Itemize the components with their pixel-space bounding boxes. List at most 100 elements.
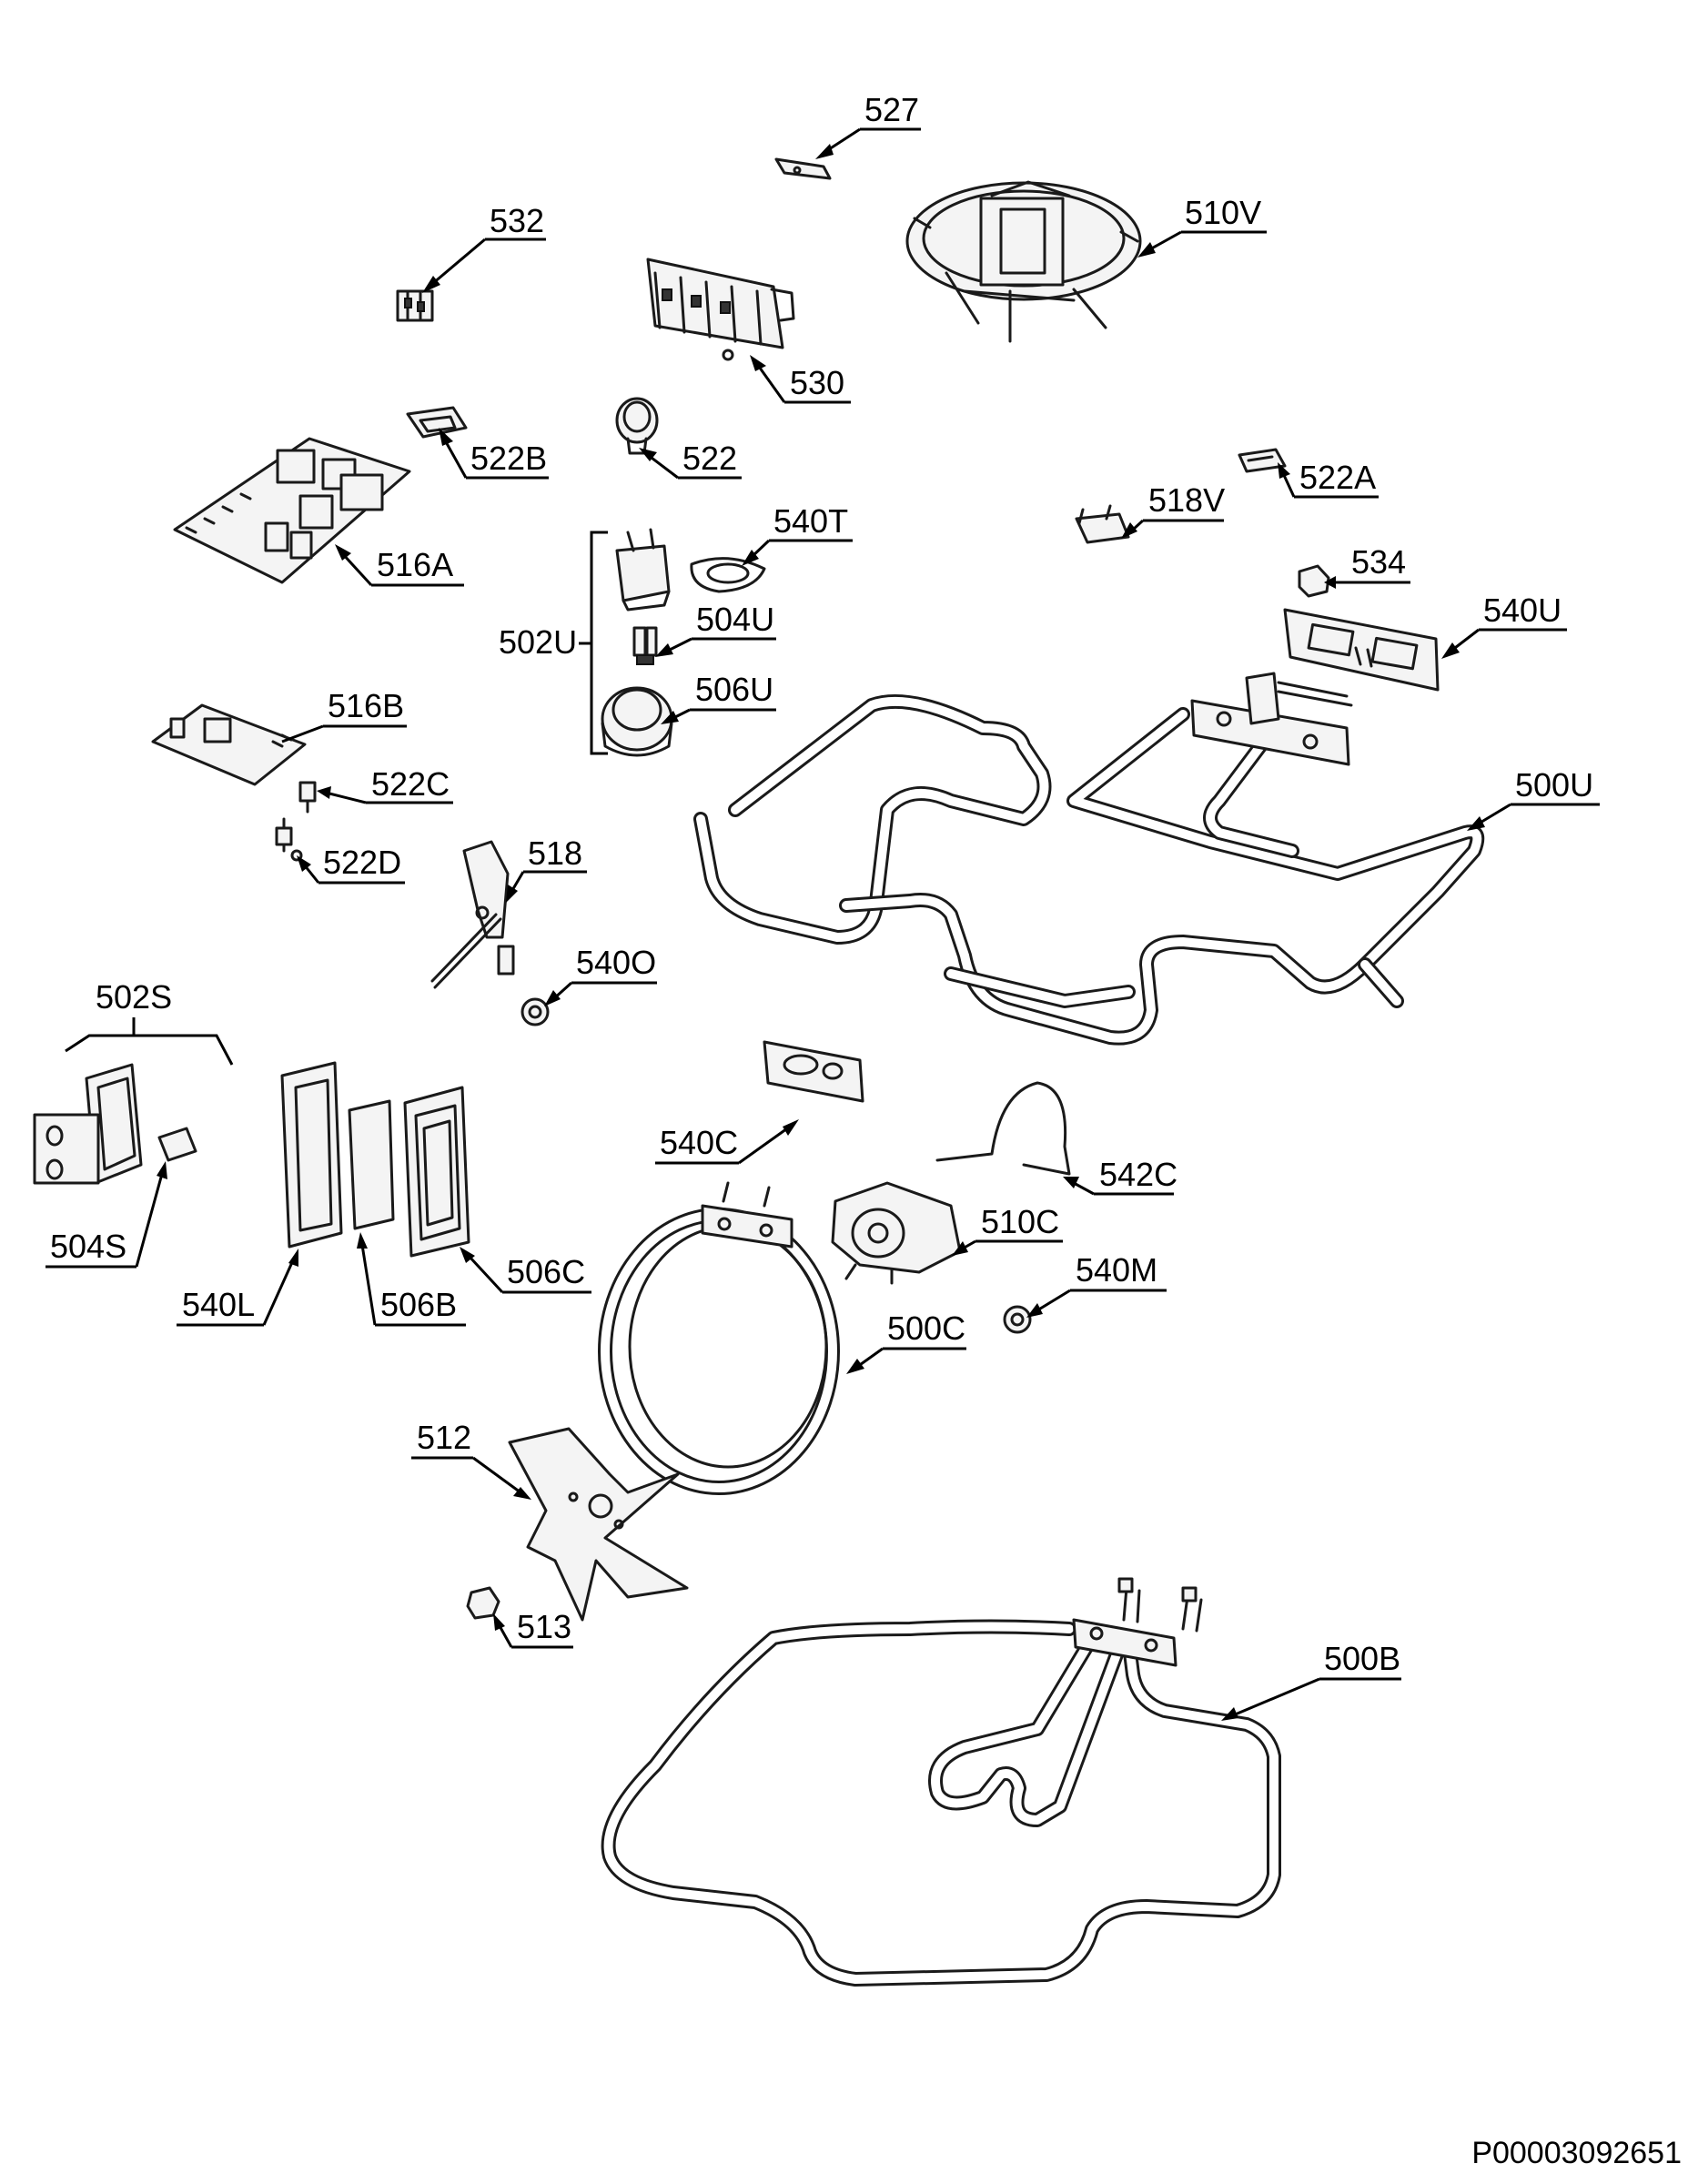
callout-510C: 510C (952, 1203, 1063, 1256)
part-522A-clip (1238, 448, 1287, 473)
part-540M-grommet (1003, 1305, 1032, 1334)
callout-502U: 502U (499, 623, 591, 661)
callout-500B: 500B (1221, 1640, 1401, 1721)
callout-518V: 518V (1121, 481, 1225, 539)
part-506B-glass (348, 1099, 395, 1230)
callout-502S: 502S (96, 978, 172, 1016)
label-504S: 504S (50, 1228, 126, 1265)
callout-522B: 522B (439, 428, 549, 480)
label-542C: 542C (1099, 1156, 1177, 1193)
callout-522C: 522C (317, 765, 453, 804)
callout-532: 532 (422, 202, 546, 293)
part-540C-gasket (763, 1040, 864, 1103)
part-540L-gasket (280, 1061, 343, 1249)
part-516B-pcb (151, 703, 307, 786)
label-506B: 506B (380, 1286, 457, 1323)
callout-506U: 506U (661, 671, 776, 724)
callout-504S: 504S (45, 1161, 167, 1269)
part-540O-grommet (521, 997, 550, 1026)
label-500U: 500U (1515, 766, 1593, 804)
label-502U: 502U (499, 623, 577, 661)
callout-500C: 500C (846, 1309, 966, 1374)
label-522D: 522D (323, 844, 401, 881)
label-516A: 516A (377, 546, 453, 583)
part-502S-switch-assembly (33, 1017, 234, 1185)
part-516A-pcb (173, 437, 411, 584)
label-540L: 540L (182, 1286, 255, 1323)
part-518-probe (430, 840, 515, 989)
part-542C-spring-clip (935, 1081, 1071, 1176)
callout-540M: 540M (1026, 1251, 1167, 1318)
callout-534: 534 (1324, 543, 1410, 589)
part-540U-gasket (1283, 608, 1440, 692)
label-522B: 522B (470, 440, 547, 477)
callout-522D: 522D (297, 844, 405, 885)
callout-542C: 542C (1063, 1156, 1177, 1196)
part-527-bracket (774, 157, 832, 180)
part-522B-clip (406, 406, 468, 439)
part-530-terminal-block (646, 258, 795, 361)
callout-510V: 510V (1137, 194, 1267, 258)
callout-506B: 506B (357, 1232, 466, 1327)
label-530: 530 (790, 364, 844, 401)
callout-506C: 506C (460, 1247, 591, 1294)
callout-513: 513 (493, 1608, 573, 1649)
label-540C: 540C (660, 1124, 738, 1161)
callout-540T: 540T (742, 502, 853, 566)
callout-540C: 540C (655, 1119, 799, 1165)
callout-516B: 516B (281, 687, 407, 743)
label-516B: 516B (328, 687, 404, 724)
part-500B-bottom-element (601, 1577, 1281, 1987)
callout-527: 527 (815, 91, 921, 159)
label-506U: 506U (695, 671, 773, 708)
part-512-fan-blade (508, 1427, 689, 1622)
callout-540O: 540O (544, 944, 657, 1006)
callout-540L: 540L (177, 1249, 298, 1327)
label-510V: 510V (1185, 194, 1261, 231)
label-540O: 540O (576, 944, 656, 981)
callout-512: 512 (411, 1419, 531, 1500)
label-527: 527 (864, 91, 919, 128)
drawing-code: P00003092651 (1471, 2136, 1682, 2170)
label-500B: 500B (1324, 1640, 1400, 1677)
label-540U: 540U (1483, 592, 1562, 629)
label-506C: 506C (507, 1253, 585, 1290)
label-504U: 504U (696, 601, 774, 638)
callout-522A: 522A (1278, 459, 1379, 499)
label-540M: 540M (1076, 1251, 1157, 1289)
part-513-nut (466, 1586, 500, 1620)
label-522C: 522C (371, 765, 450, 803)
label-540T: 540T (773, 502, 848, 540)
callout-530: 530 (750, 355, 851, 404)
part-510C-motor (831, 1181, 962, 1285)
part-500U-heating-element (693, 672, 1485, 1046)
label-532: 532 (490, 202, 544, 239)
part-506C-frame (403, 1086, 470, 1258)
label-502S: 502S (96, 978, 172, 1016)
callout-540U: 540U (1441, 592, 1567, 659)
label-522: 522 (682, 440, 737, 477)
part-500C-ring-element (598, 1181, 840, 1495)
label-513: 513 (517, 1608, 571, 1645)
label-522A: 522A (1299, 459, 1376, 496)
part-502U-lamp-assembly (590, 528, 766, 757)
label-518V: 518V (1148, 481, 1225, 519)
callout-516A: 516A (335, 544, 464, 587)
part-534-cap (1298, 564, 1330, 598)
label-512: 512 (417, 1419, 471, 1456)
part-522C-sensor (298, 781, 317, 814)
label-518: 518 (528, 834, 582, 872)
callout-518: 518 (506, 834, 587, 903)
part-522-thermostat (615, 397, 659, 455)
label-500C: 500C (887, 1309, 965, 1347)
callout-500U: 500U (1467, 766, 1600, 831)
label-534: 534 (1351, 543, 1406, 581)
callout-504U: 504U (655, 601, 776, 657)
callout-522: 522 (639, 440, 742, 480)
part-522D-sensor (275, 817, 303, 862)
part-510V-fan-motor (905, 180, 1142, 343)
part-518V-bracket (1075, 504, 1130, 544)
part-532-connector (396, 289, 434, 322)
label-510C: 510C (981, 1203, 1059, 1240)
